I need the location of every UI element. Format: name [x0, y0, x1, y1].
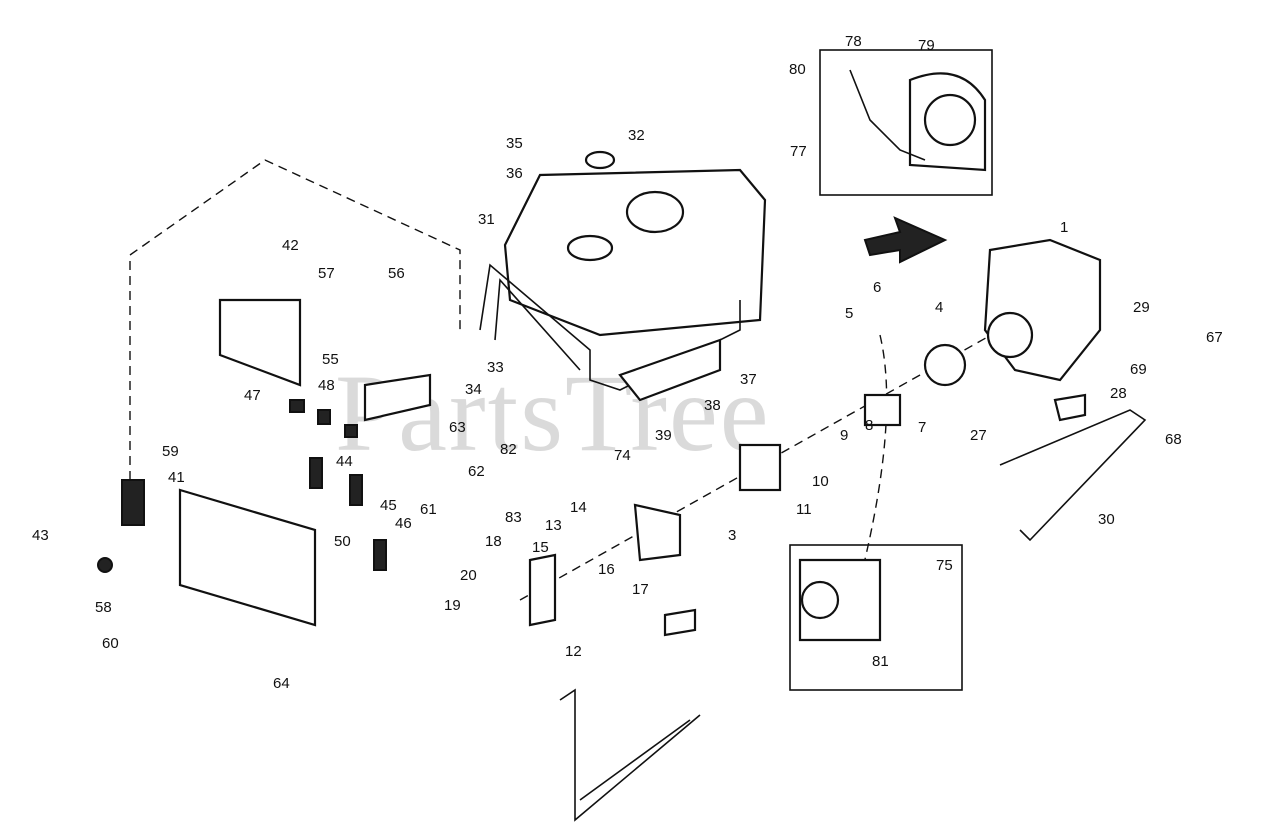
callout-10: 10 — [812, 473, 829, 490]
callout-63: 63 — [449, 419, 466, 436]
callout-46: 46 — [395, 515, 412, 532]
callout-17: 17 — [632, 581, 649, 598]
callout-14: 14 — [570, 499, 587, 516]
callout-82: 82 — [500, 441, 517, 458]
callout-62: 62 — [468, 463, 485, 480]
callout-59: 59 — [162, 443, 179, 460]
callout-8: 8 — [865, 417, 873, 434]
callout-31: 31 — [478, 211, 495, 228]
callout-41: 41 — [168, 469, 185, 486]
callout-11: 11 — [796, 501, 812, 518]
callout-34: 34 — [465, 381, 482, 398]
callout-1: 1 — [1060, 219, 1068, 236]
alternator-engine-assembly — [528, 238, 1102, 637]
callout-47: 47 — [244, 387, 261, 404]
callout-80: 80 — [789, 61, 806, 78]
callout-35: 35 — [506, 135, 523, 152]
callout-78: 78 — [845, 33, 862, 50]
callout-30: 30 — [1098, 511, 1115, 528]
callout-79: 79 — [918, 37, 935, 54]
callout-68: 68 — [1165, 431, 1182, 448]
callout-61: 61 — [420, 501, 437, 518]
assembly-line-frame — [129, 159, 461, 480]
callout-12: 12 — [565, 643, 582, 660]
callout-27: 27 — [970, 427, 987, 444]
callout-20: 20 — [460, 567, 477, 584]
callout-44: 44 — [336, 453, 353, 470]
callout-18: 18 — [485, 533, 502, 550]
callout-4: 4 — [935, 299, 943, 316]
callout-28: 28 — [1110, 385, 1127, 402]
callout-39: 39 — [655, 427, 672, 444]
callout-64: 64 — [273, 675, 290, 692]
callout-6: 6 — [873, 279, 881, 296]
callout-33: 33 — [487, 359, 504, 376]
callout-15: 15 — [532, 539, 549, 556]
callout-55: 55 — [322, 351, 339, 368]
callout-19: 19 — [444, 597, 461, 614]
assembly-line-engine — [859, 334, 888, 581]
callout-45: 45 — [380, 497, 397, 514]
callout-3: 3 — [728, 527, 736, 544]
inset-detail-bottom — [789, 544, 963, 691]
callout-16: 16 — [598, 561, 615, 578]
callout-32: 32 — [628, 127, 645, 144]
callout-67: 67 — [1206, 329, 1223, 346]
callout-58: 58 — [95, 599, 112, 616]
callout-74: 74 — [614, 447, 631, 464]
callout-77: 77 — [790, 143, 807, 160]
callout-75: 75 — [936, 557, 953, 574]
callout-7: 7 — [918, 419, 926, 436]
callout-9: 9 — [840, 427, 848, 444]
callout-42: 42 — [282, 237, 299, 254]
control-panel-assembly — [97, 298, 432, 627]
callout-69: 69 — [1130, 361, 1147, 378]
callout-38: 38 — [704, 397, 721, 414]
callout-29: 29 — [1133, 299, 1150, 316]
callout-50: 50 — [334, 533, 351, 550]
callout-36: 36 — [506, 165, 523, 182]
callout-37: 37 — [740, 371, 757, 388]
callout-43: 43 — [32, 527, 49, 544]
callout-60: 60 — [102, 635, 119, 652]
inset-detail-top — [819, 49, 993, 264]
callout-13: 13 — [545, 517, 562, 534]
fuel-tank-assembly — [479, 150, 767, 402]
callout-56: 56 — [388, 265, 405, 282]
callout-57: 57 — [318, 265, 335, 282]
callout-labels: 1 3 4 5 6 7 8 9 10 11 12 13 14 15 16 17 … — [32, 33, 1223, 692]
callout-83: 83 — [505, 509, 522, 526]
callout-48: 48 — [318, 377, 335, 394]
callout-81: 81 — [872, 653, 889, 670]
frame-base — [559, 409, 1147, 822]
callout-5: 5 — [845, 305, 853, 322]
